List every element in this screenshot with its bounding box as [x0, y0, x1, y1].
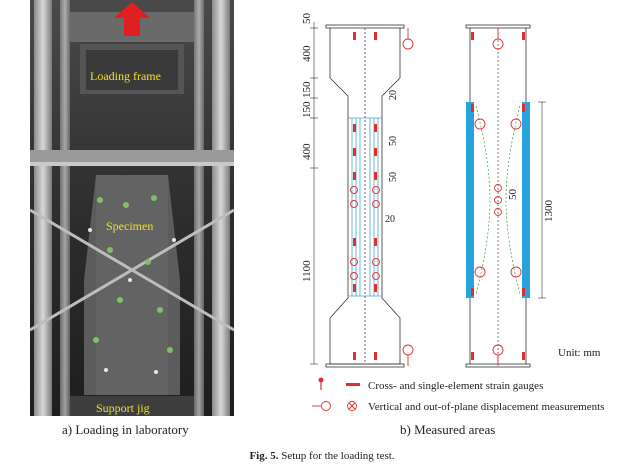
dim-20-bottom: 20: [385, 214, 395, 225]
stiffener-right: [522, 102, 530, 298]
figure-caption: Fig. 5. Setup for the loading test.: [0, 450, 644, 462]
displacement-legend-icon: [312, 401, 357, 411]
figure-text: Setup for the loading test.: [281, 450, 395, 462]
legend-strain-gauges: Cross- and single-element strain gauges: [368, 380, 543, 392]
dim-1100: 1100: [301, 260, 313, 282]
cross-gauge-icons-left: [350, 186, 380, 280]
dim-50-top: 50: [301, 13, 313, 25]
dim-400-mid: 400: [301, 143, 313, 160]
caption-a: a) Loading in laboratory: [62, 422, 189, 437]
legend-displacement: Vertical and out-of-plane displacement m…: [368, 401, 604, 413]
displacement-markers-right: [474, 28, 522, 366]
figure-label: Fig. 5.: [249, 450, 279, 462]
left-specimen: [325, 24, 405, 368]
dim-50-a: 50: [388, 136, 399, 146]
stiffener-left: [466, 102, 474, 298]
dim-150-a: 150: [301, 81, 313, 98]
label-loading-frame: Loading frame: [90, 69, 161, 83]
dim-20-top: 20: [388, 90, 399, 100]
label-support-jig: Support jig: [96, 401, 150, 415]
strain-gauges-left: [353, 32, 377, 360]
dim-400-top: 400: [301, 45, 313, 62]
dim-50-right: 50: [507, 189, 519, 201]
load-arrow-icon: [114, 2, 150, 36]
label-specimen: Specimen: [106, 219, 153, 233]
unit-label: Unit: mm: [558, 347, 601, 359]
dim-50-b: 50: [388, 172, 399, 182]
legend: Cross- and single-element strain gauges …: [312, 377, 604, 413]
dim-150-b: 150: [301, 101, 313, 118]
measured-areas-diagram: 50 400 150 150 400 1100 20 50 50 20: [301, 13, 604, 414]
dim-1300: 1300: [543, 200, 555, 223]
laboratory-photo: Loading frame Specimen Support jig: [30, 0, 234, 416]
displacement-markers-left: [402, 28, 414, 366]
caption-b: b) Measured areas: [400, 422, 496, 437]
strain-gauge-legend-icon: [318, 377, 360, 390]
